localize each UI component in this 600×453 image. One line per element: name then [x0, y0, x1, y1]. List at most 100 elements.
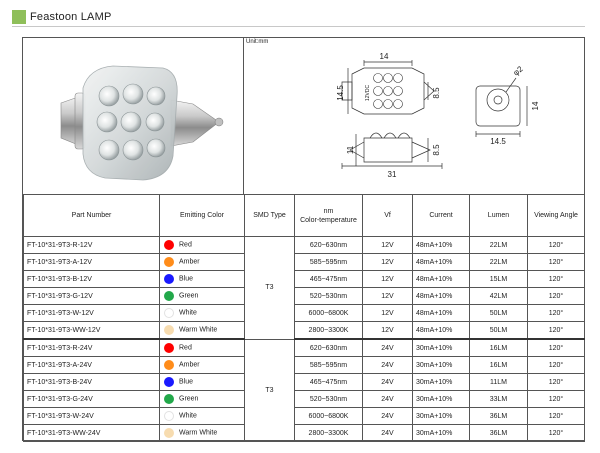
page-title: Feastoon LAMP [30, 11, 112, 23]
cell-wavelength: 2800~3300K [294, 424, 363, 442]
color-label: Warm White [179, 429, 218, 437]
cell-lumen: 50LM [469, 321, 528, 340]
cell-emitting-color: Amber [159, 356, 245, 374]
cell-viewing-angle: 120° [527, 287, 585, 305]
cell-emitting-color: Warm White [159, 321, 245, 340]
cell-vf: 12V [362, 270, 413, 288]
cell-lumen: 50LM [469, 304, 528, 322]
cell-lumen: 42LM [469, 287, 528, 305]
cell-lumen: 16LM [469, 338, 528, 357]
cell-emitting-color: Warm White [159, 424, 245, 442]
color-label: Amber [179, 258, 200, 266]
color-swatch-icon [164, 274, 174, 284]
dimension-svg: 14 14.5 12VDC 8.5 φ2 14 14.5 [336, 52, 540, 179]
color-label: Blue [179, 378, 194, 386]
color-label: Red [179, 241, 192, 249]
dim-top-width: 14 [380, 52, 389, 61]
color-label: Green [179, 292, 199, 300]
cell-lumen: 22LM [469, 253, 528, 271]
color-swatch-icon [164, 428, 174, 438]
cell-current: 30mA+10% [412, 390, 470, 408]
cell-emitting-color: White [159, 304, 245, 322]
header-divider [12, 26, 585, 27]
cell-part-number: FT-10*31-9T3-WW-12V [23, 321, 160, 340]
dim-side-diameter: 11 [346, 145, 355, 154]
header-emitting-color: Emitting Color [159, 194, 245, 237]
cell-emitting-color: White [159, 407, 245, 425]
cell-part-number: FT-10*31-9T3-R-12V [23, 236, 160, 254]
cell-part-number: FT-10*31-9T3-G-12V [23, 287, 160, 305]
cell-viewing-angle: 120° [527, 236, 585, 254]
cell-current: 48mA+10% [412, 287, 470, 305]
cell-lumen: 22LM [469, 236, 528, 254]
cell-lumen: 36LM [469, 424, 528, 442]
cell-emitting-color: Blue [159, 270, 245, 288]
color-label: Green [179, 395, 199, 403]
header-current: Current [412, 194, 470, 237]
cell-viewing-angle: 120° [527, 356, 585, 374]
dim-end-height: 14 [531, 101, 540, 110]
color-swatch-icon [164, 360, 174, 370]
cell-part-number: FT-10*31-9T3-G-24V [23, 390, 160, 408]
dim-end-diameter: φ2 [512, 64, 526, 77]
cell-vf: 12V [362, 236, 413, 254]
color-swatch-icon [164, 240, 174, 250]
cell-current: 30mA+10% [412, 373, 470, 391]
cell-vf: 24V [362, 407, 413, 425]
cell-emitting-color: Red [159, 338, 245, 357]
cell-current: 48mA+10% [412, 253, 470, 271]
cell-wavelength: 620~630nm [294, 236, 363, 254]
color-label: Warm White [179, 326, 218, 334]
cell-vf: 12V [362, 253, 413, 271]
color-swatch-icon [164, 394, 174, 404]
cell-wavelength: 465~475nm [294, 270, 363, 288]
color-label: Red [179, 344, 192, 352]
header-smd-type: SMD Type [244, 194, 295, 237]
header-part-number: Part Number [23, 194, 160, 237]
color-swatch-icon [164, 411, 174, 421]
cell-smd-type: T3 [244, 338, 295, 442]
color-swatch-icon [164, 325, 174, 335]
dimension-drawing: Unit:mm 14 14.5 12VDC 8.5 [244, 38, 584, 194]
cell-wavelength: 6000~6800K [294, 304, 363, 322]
cell-smd-type: T3 [244, 236, 295, 340]
cell-wavelength: 465~475nm [294, 373, 363, 391]
header-nm-line2: Color-temperature [300, 216, 357, 224]
cell-current: 30mA+10% [412, 338, 470, 357]
cell-lumen: 11LM [469, 373, 528, 391]
cell-vf: 12V [362, 321, 413, 340]
cell-vf: 24V [362, 373, 413, 391]
cell-vf: 24V [362, 390, 413, 408]
color-swatch-icon [164, 257, 174, 267]
cell-vf: 24V [362, 338, 413, 357]
dim-top-depth: 8.5 [432, 87, 441, 99]
cell-vf: 24V [362, 424, 413, 442]
cell-wavelength: 585~595nm [294, 356, 363, 374]
dim-length: 31 [388, 170, 397, 179]
dim-side-height: 8.5 [432, 144, 441, 156]
header-lumen: Lumen [469, 194, 528, 237]
cell-emitting-color: Green [159, 287, 245, 305]
color-label: Blue [179, 275, 194, 283]
color-swatch-icon [164, 343, 174, 353]
page-header: Feastoon LAMP [12, 9, 111, 25]
cell-part-number: FT-10*31-9T3-WW-24V [23, 424, 160, 442]
dim-top-height: 14.5 [336, 85, 345, 101]
header-square-icon [12, 10, 26, 24]
cell-emitting-color: Green [159, 390, 245, 408]
cell-emitting-color: Blue [159, 373, 245, 391]
cell-viewing-angle: 120° [527, 338, 585, 357]
cell-part-number: FT-10*31-9T3-A-12V [23, 253, 160, 271]
cell-current: 30mA+10% [412, 407, 470, 425]
